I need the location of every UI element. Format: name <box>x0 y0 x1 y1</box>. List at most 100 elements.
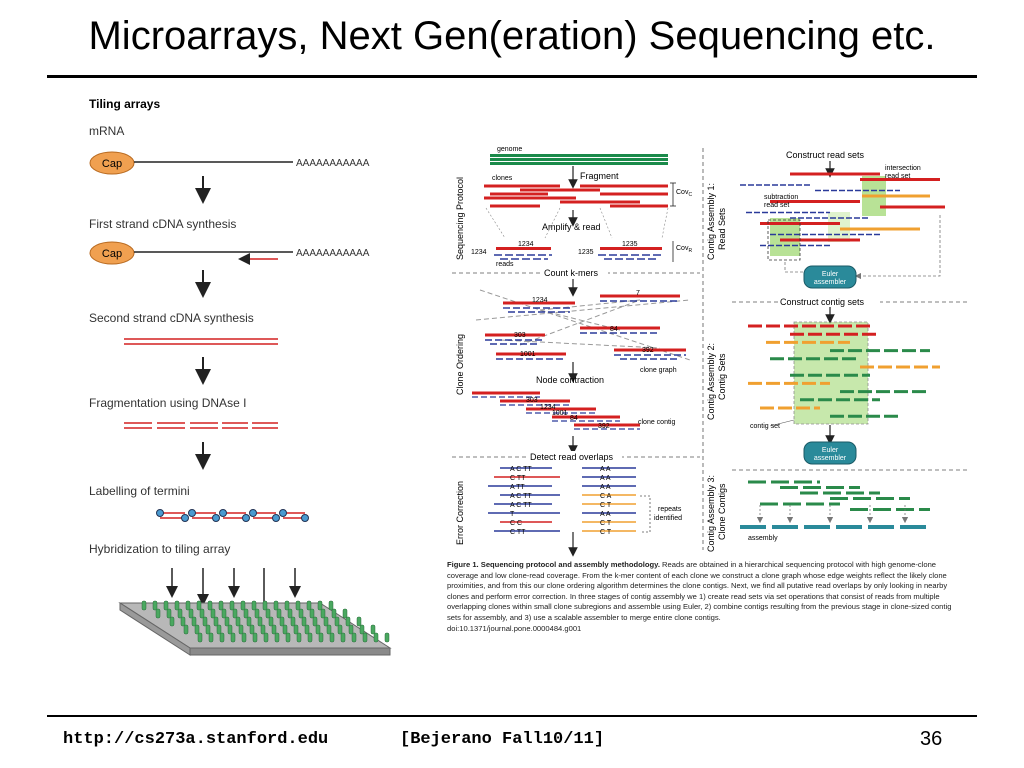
probe <box>246 616 252 627</box>
probe <box>265 608 271 619</box>
probe <box>141 600 147 611</box>
probe <box>169 616 175 627</box>
probe <box>224 616 230 627</box>
read-sets-label: Read Sets <box>717 207 727 250</box>
probe <box>362 632 368 643</box>
ec-bases: C T <box>600 502 612 509</box>
probe <box>276 608 282 619</box>
node-label: 7 <box>636 290 640 297</box>
read-set-strands <box>740 172 945 247</box>
label-line: assembler <box>814 279 847 286</box>
slide-title: Microarrays, Next Gen(eration) Sequencin… <box>88 14 936 58</box>
read-clone <box>496 247 551 250</box>
probe <box>235 616 241 627</box>
read-number: 1234 <box>471 249 487 256</box>
pointer-line <box>769 419 795 427</box>
label-line: assembler <box>814 455 847 462</box>
ec-bases: A C TT <box>510 466 532 473</box>
cap-shape <box>89 241 135 265</box>
construct-contig-sets-label: Construct contig sets <box>780 297 865 307</box>
clones-label: clones <box>492 175 513 182</box>
probe <box>293 624 299 635</box>
figure-caption: Figure 1. Sequencing protocol and assemb… <box>447 560 962 634</box>
probe <box>257 616 263 627</box>
probe <box>205 624 211 635</box>
tiling-array <box>118 600 392 656</box>
step-label: Hybridization to tiling array <box>89 542 230 556</box>
ec-bases: A C TT <box>510 493 532 500</box>
probe <box>230 632 236 643</box>
ec-bases: A A <box>600 475 611 482</box>
probe <box>260 624 266 635</box>
probe <box>287 608 293 619</box>
label-bg <box>528 451 622 462</box>
euler-assembler <box>803 265 857 289</box>
probe <box>240 600 246 611</box>
footer-url[interactable]: http://cs273a.stanford.edu <box>63 730 329 749</box>
probe <box>155 608 161 619</box>
error-correction-label: Error Correction <box>455 481 465 545</box>
footer-divider <box>47 715 977 717</box>
read-number: 1235 <box>578 249 594 256</box>
probe <box>329 632 335 643</box>
read-number: 1234 <box>518 241 534 248</box>
probe <box>249 624 255 635</box>
probe <box>328 600 334 611</box>
cap-label: Cap <box>102 158 122 170</box>
probe <box>337 624 343 635</box>
caption-text: Reads are obtained in a hierarchical seq… <box>447 560 952 622</box>
repeats-label: repeats <box>658 506 682 513</box>
probe <box>312 616 318 627</box>
probe <box>304 624 310 635</box>
ec-bases: C T <box>600 529 612 536</box>
caption-doi: doi:10.1371/journal.pone.0000484.g001 <box>447 623 582 633</box>
probe <box>295 600 301 611</box>
ec-bases: T <box>510 511 515 518</box>
svg-text:1001: 1001 <box>552 410 568 417</box>
probe <box>318 632 324 643</box>
probe <box>317 600 323 611</box>
probe <box>273 600 279 611</box>
node-label: 1001 <box>520 351 536 358</box>
probe <box>251 600 257 611</box>
node-label: 392 <box>642 347 654 354</box>
clone-ordering-label: Clone Ordering <box>455 334 465 395</box>
clone-contig-strands <box>740 480 930 529</box>
probe <box>254 608 260 619</box>
euler-assembler <box>803 441 857 465</box>
probe <box>282 624 288 635</box>
probe <box>219 632 225 643</box>
polya-tail: AAAAAAAAAAA <box>296 158 370 169</box>
probe <box>296 632 302 643</box>
probe <box>185 600 191 611</box>
probe <box>197 632 203 643</box>
probe <box>320 608 326 619</box>
probe <box>210 608 216 619</box>
probe <box>279 616 285 627</box>
probe <box>199 608 205 619</box>
probe <box>263 632 269 643</box>
probe <box>345 616 351 627</box>
label-bg <box>778 296 880 307</box>
label-line: read set <box>764 202 789 209</box>
label-bg <box>540 267 608 278</box>
probe <box>238 624 244 635</box>
probe <box>298 608 304 619</box>
label-line: read set <box>885 173 910 180</box>
contig-sets-label: Contig Sets <box>717 353 727 400</box>
figure-canvas: Tiling arrays mRNA Cap AAAAAAAAAAA First… <box>89 97 970 656</box>
mrna-label: mRNA <box>89 124 124 138</box>
probe <box>163 600 169 611</box>
probe <box>309 608 315 619</box>
ec-bases: A A <box>600 484 611 491</box>
probe <box>373 632 379 643</box>
probe <box>152 600 158 611</box>
probe <box>268 616 274 627</box>
contig-set-label: contig set <box>750 423 780 430</box>
construct-read-sets-label: Construct read sets <box>786 150 865 160</box>
amplify-label: Amplify & read <box>542 222 601 232</box>
probe <box>188 608 194 619</box>
